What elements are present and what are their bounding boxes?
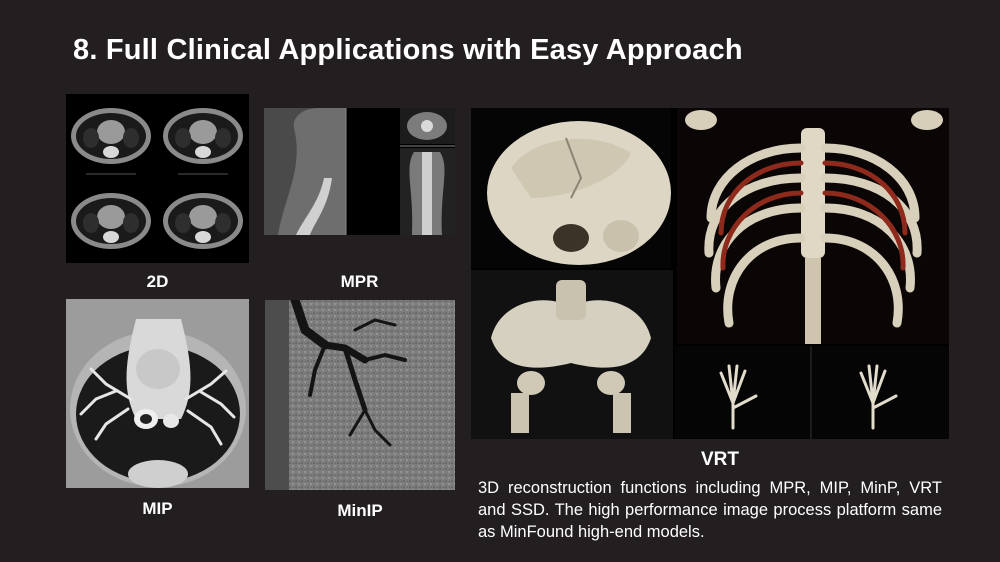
description-text: 3D reconstruction functions including MP… (478, 479, 942, 541)
vrt-pelvis-image (471, 270, 673, 439)
mip-image (66, 299, 249, 488)
label-2d: 2D (146, 272, 169, 291)
vrt-skull-image (471, 108, 671, 268)
vrt-ribcage-image (677, 108, 949, 344)
minip-image (265, 300, 455, 490)
label-mpr: MPR (340, 272, 379, 291)
label-mip: MIP (142, 499, 173, 518)
ct-2d-image (66, 94, 249, 263)
vrt-image (471, 108, 949, 439)
slide-title: 8. Full Clinical Applications with Easy … (73, 34, 743, 66)
label-minip: MinIP (337, 501, 383, 520)
vrt-hands-image (675, 346, 949, 439)
mpr-image (264, 108, 455, 235)
label-vrt: VRT (701, 449, 739, 470)
